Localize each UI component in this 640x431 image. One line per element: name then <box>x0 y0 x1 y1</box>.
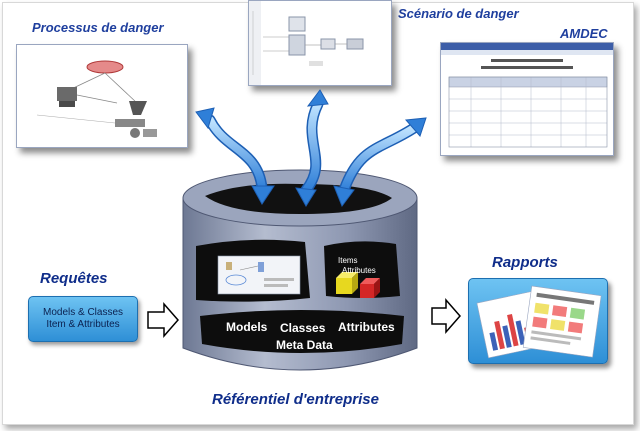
input-arrow <box>147 302 179 338</box>
attributes-label: Attributes <box>338 320 395 334</box>
classes-label: Classes <box>280 321 326 335</box>
title-amdec: AMDEC <box>560 26 608 41</box>
title-requetes: Requêtes <box>40 270 108 287</box>
inner-screenshot <box>217 255 301 295</box>
processus-danger-screenshot <box>16 44 188 148</box>
arrow-processus <box>195 107 275 205</box>
arrow-amdec <box>333 117 427 208</box>
report-pages-image <box>476 285 602 359</box>
title-processus-danger: Processus de danger <box>32 20 164 35</box>
scenario-tree-image <box>249 1 364 85</box>
attributes-small-label: Attributes <box>342 266 376 275</box>
title-referentiel: Référentiel d'entreprise <box>212 391 379 408</box>
inner-band-bottom <box>200 310 404 353</box>
output-arrow <box>431 298 461 334</box>
amdec-screenshot <box>440 42 614 156</box>
yellow-cube <box>336 272 358 294</box>
items-label: Items <box>338 256 358 265</box>
requetes-line1: Models & Classes <box>42 307 124 318</box>
amdec-table-image <box>441 43 613 148</box>
models-label: Models <box>226 320 268 334</box>
rapports-box <box>468 278 608 364</box>
process-flow-image <box>36 60 157 138</box>
title-scenario-danger: Scénario de danger <box>398 6 519 21</box>
title-rapports: Rapports <box>492 254 558 271</box>
red-cube <box>360 278 380 298</box>
requetes-box: Models & Classes Item & Attributes <box>28 296 138 342</box>
scenario-danger-screenshot <box>248 0 392 86</box>
requetes-line2: Item & Attributes <box>46 319 120 330</box>
meta-data-label: Meta Data <box>276 338 333 352</box>
arrow-scenario <box>295 89 329 207</box>
